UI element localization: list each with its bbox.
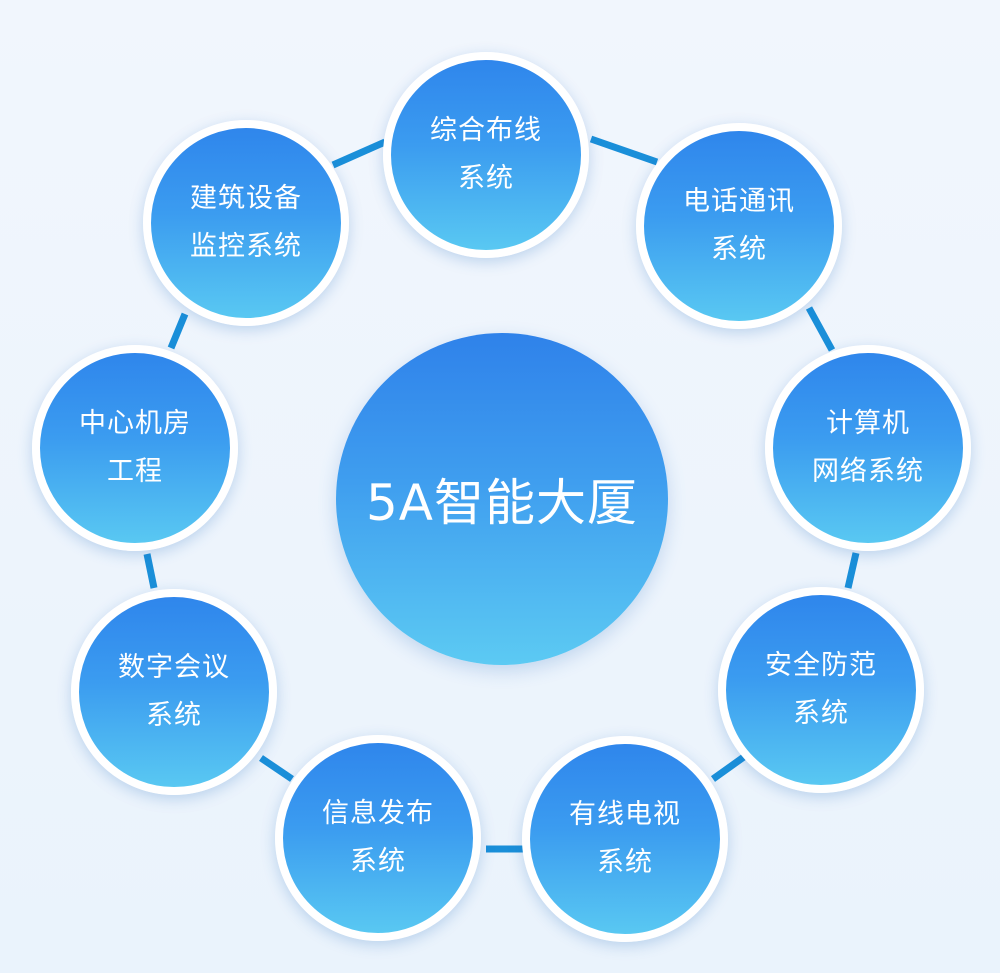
- node-label: 系统: [711, 234, 767, 265]
- hub-label: 5A智能大厦: [365, 474, 638, 532]
- node-telephone-system: 电话通讯 系统: [636, 123, 842, 329]
- node-cabling-system: 综合布线 系统: [383, 52, 589, 258]
- node-security-system: 安全防范 系统: [718, 587, 924, 793]
- connector-line: [143, 553, 158, 589]
- connector-line: [589, 135, 659, 166]
- node-label: 网络系统: [812, 456, 924, 487]
- node-label: 系统: [793, 698, 849, 729]
- connector-line: [805, 306, 836, 352]
- node-label: 监控系统: [190, 231, 302, 262]
- node-label: 系统: [146, 700, 202, 731]
- node-label: 建筑设备: [190, 183, 302, 214]
- node-label: 安全防范: [765, 650, 877, 681]
- node-label: 系统: [597, 847, 653, 878]
- node-info-release-system: 信息发布 系统: [275, 735, 481, 941]
- node-conference-system: 数字会议 系统: [71, 589, 277, 795]
- connector-line: [259, 755, 294, 782]
- node-label: 系统: [458, 163, 514, 194]
- connector-line: [331, 138, 387, 169]
- node-label: 计算机: [826, 408, 910, 439]
- node-cable-tv-system: 有线电视 系统: [522, 736, 728, 942]
- node-label: 综合布线: [430, 115, 542, 146]
- node-data-center: 中心机房 工程: [32, 345, 238, 551]
- node-label: 信息发布: [322, 798, 434, 829]
- node-building-monitoring: 建筑设备 监控系统: [143, 120, 349, 326]
- node-label: 电话通讯: [683, 186, 795, 217]
- connector-line: [844, 552, 860, 589]
- node-network-system: 计算机 网络系统: [765, 345, 971, 551]
- connector-line: [710, 751, 751, 782]
- node-label: 数字会议: [118, 652, 230, 683]
- center-hub: 5A智能大厦: [336, 333, 668, 665]
- node-label: 系统: [350, 846, 406, 877]
- node-label: 有线电视: [569, 799, 681, 830]
- node-label: 中心机房: [79, 408, 191, 439]
- node-label: 工程: [107, 456, 163, 487]
- connector-line: [167, 312, 189, 350]
